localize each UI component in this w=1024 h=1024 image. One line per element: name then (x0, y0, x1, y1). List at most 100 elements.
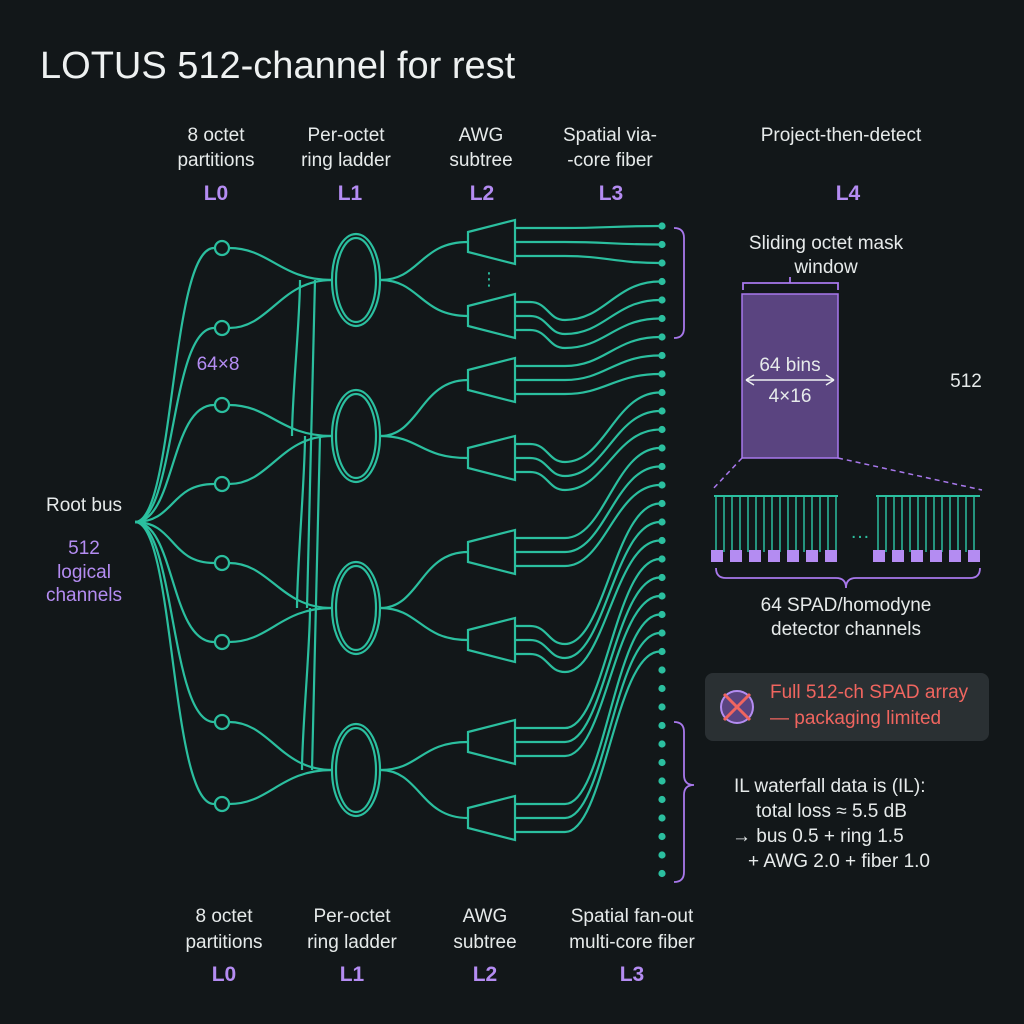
top-l1-line2: ring ladder (301, 150, 391, 171)
detector-pixel (730, 550, 742, 562)
awg-output-wire (515, 465, 661, 554)
fiber-output-port (658, 407, 666, 415)
root-to-partition-wire (134, 520, 215, 565)
inter-ring-bus-wire (305, 279, 317, 609)
il-note-line3: → bus 0.5 + ring 1.5 (732, 826, 904, 847)
awg-output-wire (515, 613, 661, 806)
partition-node (213, 713, 231, 731)
crossed-circle-icon (720, 690, 754, 724)
fiber-output-port (658, 425, 666, 434)
ring-to-awg-wire (379, 550, 469, 610)
top-l4-line1: Project-then-detect (761, 125, 922, 146)
ring-to-awg-wire (379, 606, 469, 642)
warning-line2: — packaging limited (770, 708, 941, 729)
partition-to-ring-wire (228, 278, 333, 330)
bottom-l2-line2: subtree (453, 932, 516, 953)
warning-background (705, 673, 989, 741)
awg-block (466, 718, 517, 766)
bottom-output-bracket (673, 721, 695, 883)
top-l3-line2: -core fiber (567, 150, 653, 171)
partition-to-ring-wire (228, 434, 333, 486)
projection-line-right (837, 457, 983, 491)
awg-output-wire (515, 520, 661, 660)
awg-block (466, 616, 517, 664)
fiber-output-port (658, 721, 666, 730)
root-to-partition-wire (134, 482, 215, 524)
fiber-output-port (658, 758, 666, 767)
fiber-output-port (658, 592, 666, 600)
detector-pixel (768, 550, 780, 562)
detector-pixel (711, 550, 723, 562)
top-l4-level: L4 (836, 182, 861, 205)
fiber-output-port (658, 795, 666, 804)
bottom-l1-line1: Per-octet (313, 906, 391, 927)
diagram-title: LOTUS 512-channel for rest (40, 45, 516, 87)
root-to-partition-wire (134, 520, 215, 724)
top-l1-line1: Per-octet (307, 125, 385, 146)
ring-resonator (330, 722, 382, 818)
partition-node (213, 319, 231, 337)
fiber-output-port (658, 499, 666, 508)
awg-block (466, 218, 517, 266)
root-to-partition-wire (134, 520, 215, 644)
fiber-output-port (658, 536, 666, 545)
mask-width-arrows (745, 374, 835, 386)
awg-output-wire (515, 428, 661, 492)
awg-block (466, 292, 517, 340)
fiber-output-port (658, 869, 666, 878)
mask-top-bracket (742, 277, 839, 290)
awg-block (466, 794, 517, 842)
mask-window-group: Sliding octet mask window 64 bins 4×16 5… (711, 233, 983, 491)
fiber-output-port (658, 573, 666, 582)
il-note-line4: + AWG 2.0 + fiber 1.0 (748, 851, 930, 872)
fiber-output-port (658, 259, 666, 267)
detector-ellipsis: … (850, 521, 870, 543)
mask-side-512: 512 (950, 371, 982, 392)
warning-box: Full 512-ch SPAD array — packaging limit… (705, 673, 989, 741)
top-l0-level: L0 (204, 182, 229, 205)
inter-ring-bus-wire (300, 607, 312, 771)
ring-resonator (330, 560, 382, 656)
ring-resonator-inner (334, 726, 378, 814)
inter-ring-bus-wire (310, 435, 322, 771)
fiber-output-port (658, 684, 666, 693)
awg-output-wire (515, 539, 661, 674)
top-l3-level: L3 (599, 182, 624, 205)
detector-bracket (715, 567, 981, 589)
awg-block (466, 434, 517, 482)
awg-output-wire (515, 372, 661, 396)
awg-ellipsis: ⋮ (480, 269, 498, 289)
awg-output-wire (515, 354, 661, 382)
il-note-line2: total loss ≈ 5.5 dB (756, 801, 907, 822)
fiber-output-port (658, 462, 666, 471)
detector-label-line1: 64 SPAD/homodyne (761, 595, 932, 616)
ring-to-awg-wire (379, 240, 469, 282)
detector-pixel (749, 550, 761, 562)
fiber-output-port (658, 610, 666, 619)
fiber-output-port (658, 851, 666, 859)
bottom-l0-line1: 8 octet (195, 906, 253, 927)
top-l0-line1: 8 octet (187, 125, 245, 146)
top-l2-level: L2 (470, 182, 495, 205)
detector-pixel (787, 550, 799, 562)
partition-to-ring-wire (228, 720, 333, 772)
awg-block (466, 528, 517, 576)
ring-to-awg-wire (379, 278, 469, 318)
bottom-l1-level: L1 (340, 963, 365, 986)
partition-node (213, 554, 231, 572)
root-to-partition-wire (134, 326, 215, 524)
top-l3-line1: Spatial via- (563, 125, 657, 146)
mask-title-line1: Sliding octet mask (749, 233, 904, 254)
awg-output-wire (515, 254, 661, 265)
waveguide-tree (134, 218, 666, 878)
top-output-bracket (673, 227, 685, 339)
ring-to-awg-wire (379, 434, 469, 460)
top-level-headers: 8 octet partitions L0 Per-octet ring lad… (177, 125, 922, 205)
partition-node (213, 396, 231, 414)
fiber-output-port (658, 314, 666, 323)
bottom-l0-line2: partitions (185, 932, 262, 953)
awg-output-wire (515, 483, 661, 568)
ring-resonator-inner (334, 236, 378, 324)
fiber-output-port (658, 296, 666, 304)
fiber-output-port (658, 629, 666, 637)
